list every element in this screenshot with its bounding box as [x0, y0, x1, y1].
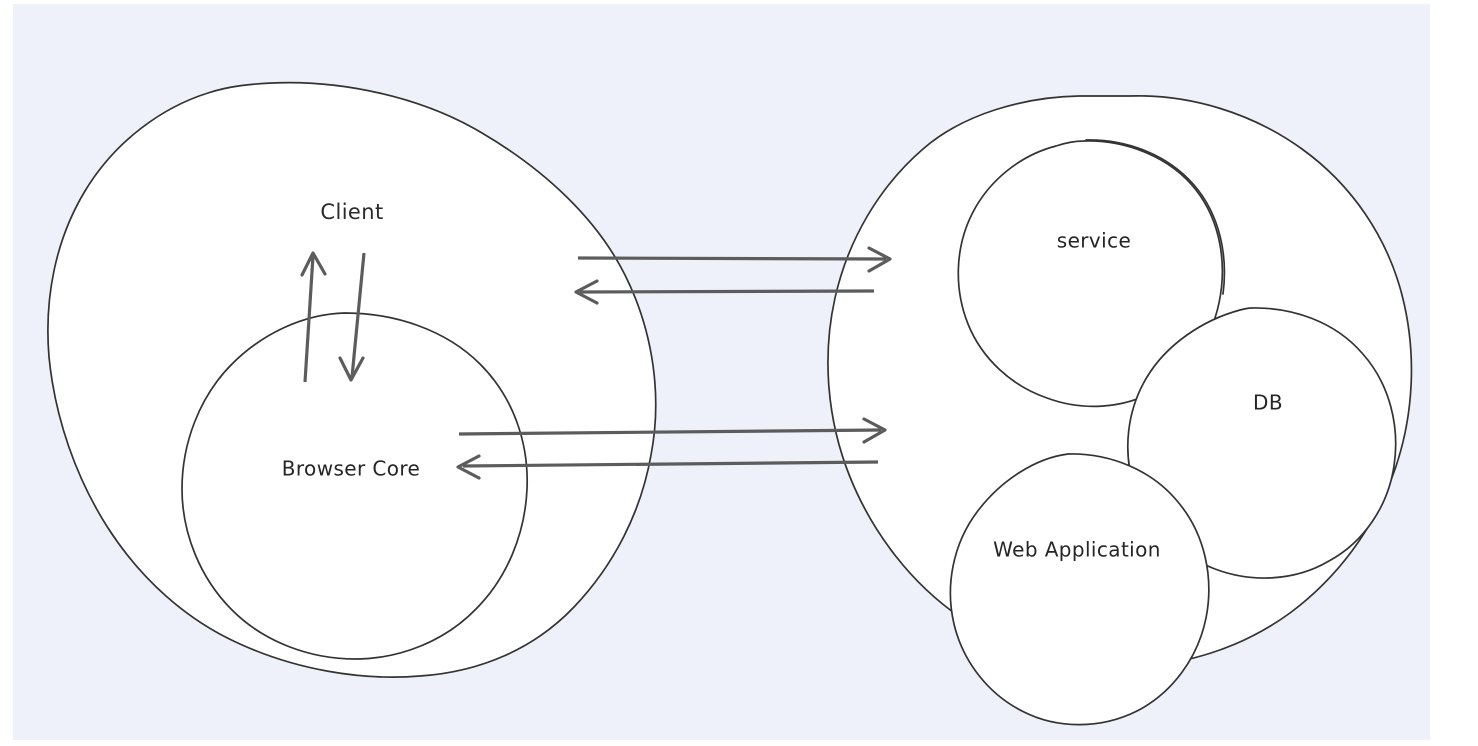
web-application-outline	[949, 453, 1210, 726]
arrow-shaft	[577, 256, 887, 261]
connection-client-to-browser-core-down[interactable]	[338, 252, 366, 382]
service-outline-main	[957, 140, 1224, 408]
connection-browser-core-to-server-request[interactable]	[458, 417, 887, 444]
arrow-head-right	[867, 246, 892, 273]
arrow-shaft	[350, 252, 366, 378]
db-node[interactable]: DB	[1126, 307, 1397, 579]
db-label: DB	[1253, 391, 1283, 415]
arrow-shaft	[462, 460, 879, 468]
arrow-shaft	[458, 428, 882, 436]
arrow-shaft	[303, 255, 315, 383]
connection-browser-core-to-client-up[interactable]	[300, 251, 327, 383]
connection-server-to-browser-core-response[interactable]	[456, 454, 879, 480]
web-application-label: Web Application	[993, 538, 1161, 562]
arrow-head-left	[456, 454, 481, 480]
db-outline	[1126, 307, 1397, 579]
service-label: service	[1057, 229, 1131, 253]
client-region-label: Client	[320, 200, 383, 224]
browser-core-outline	[181, 312, 528, 660]
arrow-head-up	[300, 251, 327, 277]
connection-server-to-client-response[interactable]	[574, 279, 875, 305]
browser-core-label: Browser Core	[282, 457, 421, 481]
arrow-shaft	[579, 289, 875, 294]
arrow-head-right	[862, 417, 887, 444]
browser-core-node[interactable]: Browser Core	[181, 312, 528, 660]
arrow-head-down	[338, 356, 365, 382]
web-application-node[interactable]: Web Application	[949, 453, 1210, 726]
connection-client-to-server-request[interactable]	[577, 246, 892, 273]
arrow-head-left	[574, 279, 599, 305]
service-node[interactable]: service	[957, 139, 1226, 408]
